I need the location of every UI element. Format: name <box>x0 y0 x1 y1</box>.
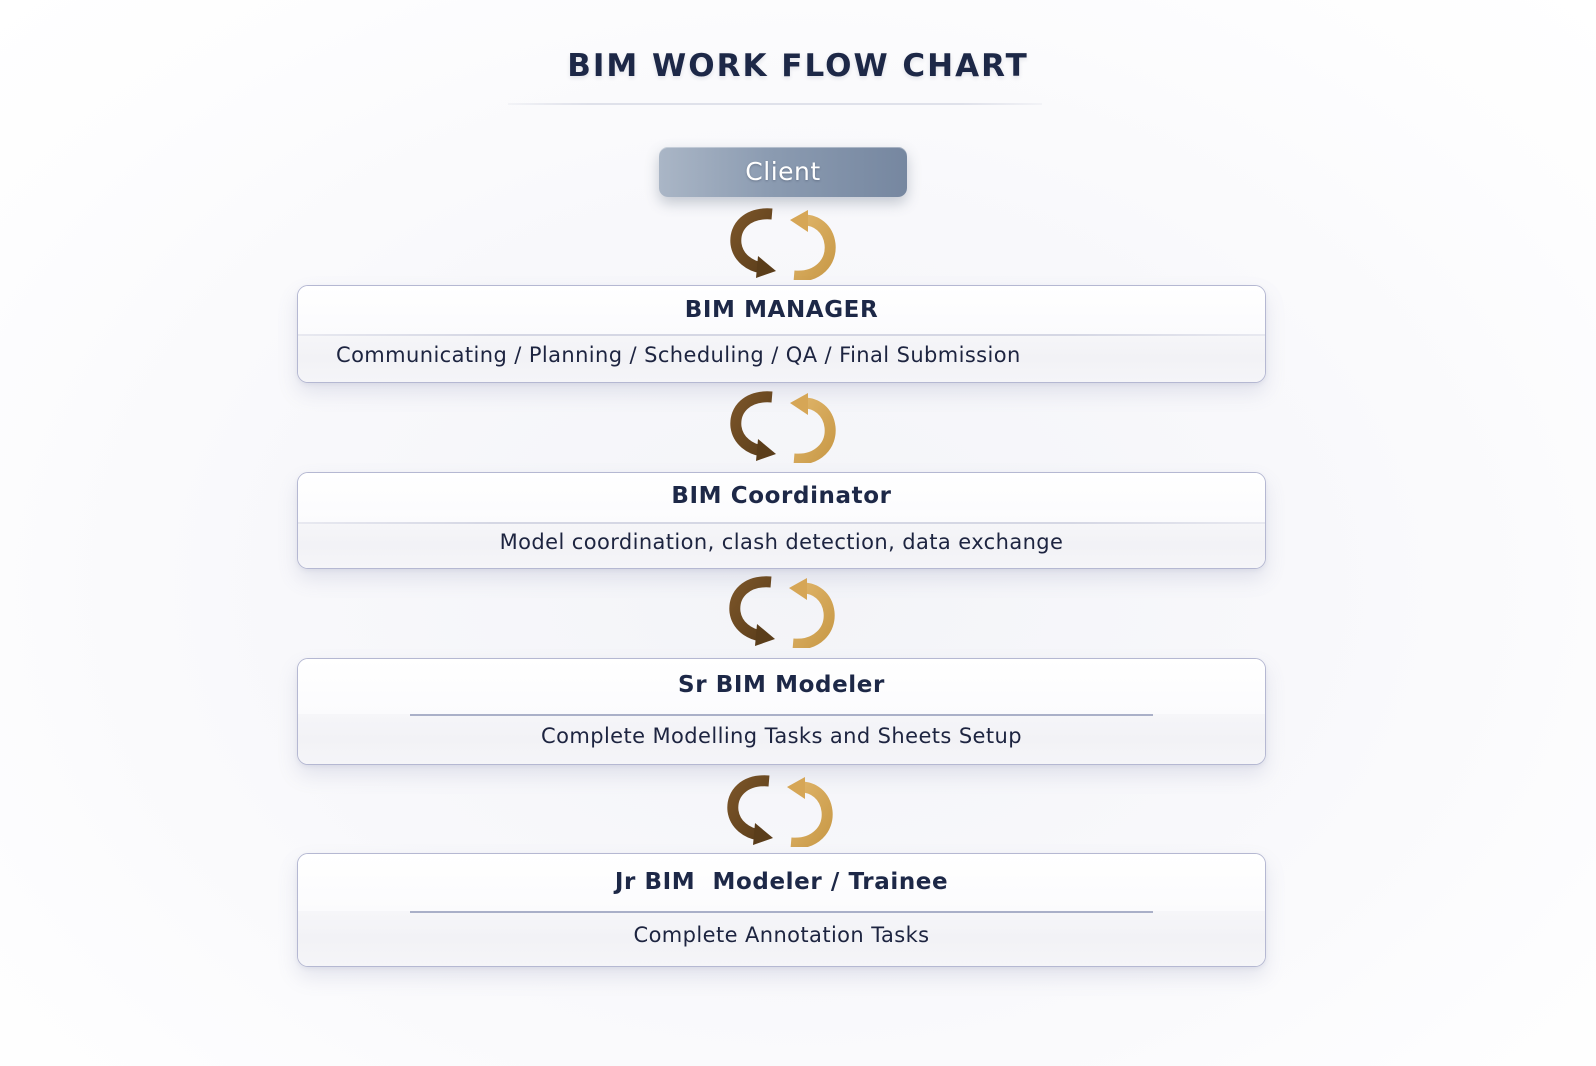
card-divider <box>298 522 1265 524</box>
role-description: Complete Annotation Tasks <box>298 911 1265 966</box>
role-card-sr-bim-modeler: Sr BIM Modeler Complete Modelling Tasks … <box>297 658 1266 765</box>
title-divider <box>508 103 1042 105</box>
role-card-bim-coordinator: BIM Coordinator Model coordination, clas… <box>297 472 1266 569</box>
arrow-up-light <box>787 777 833 847</box>
card-divider <box>410 911 1153 913</box>
arrow-down-dark <box>729 576 775 646</box>
role-card-jr-bim-modeler-trainee: Jr BIM Modeler / Trainee Complete Annota… <box>297 853 1266 967</box>
role-description: Model coordination, clash detection, dat… <box>298 522 1265 568</box>
arrow-down-dark <box>727 775 773 845</box>
role-description: Complete Modelling Tasks and Sheets Setu… <box>298 714 1265 764</box>
two-way-arrows-icon <box>730 391 836 463</box>
card-divider <box>298 334 1265 336</box>
card-divider <box>410 714 1153 716</box>
two-way-arrows-icon <box>727 775 833 847</box>
two-way-arrows-icon <box>730 208 836 280</box>
role-title: BIM Coordinator <box>298 473 1265 522</box>
client-node: Client <box>659 147 907 197</box>
role-title: Jr BIM Modeler / Trainee <box>298 854 1265 911</box>
arrow-down-dark <box>730 391 776 461</box>
arrow-up-light <box>790 393 836 463</box>
role-card-bim-manager: BIM MANAGER Communicating / Planning / S… <box>297 285 1266 383</box>
arrow-down-dark <box>730 208 776 278</box>
page-title: BIM WORK FLOW CHART <box>567 48 1029 84</box>
arrow-up-light <box>789 578 835 648</box>
two-way-arrows-icon <box>729 576 835 648</box>
role-title: Sr BIM Modeler <box>298 659 1265 714</box>
arrow-up-light <box>790 210 836 280</box>
role-description: Communicating / Planning / Scheduling / … <box>298 334 1265 382</box>
role-title: BIM MANAGER <box>298 286 1265 334</box>
